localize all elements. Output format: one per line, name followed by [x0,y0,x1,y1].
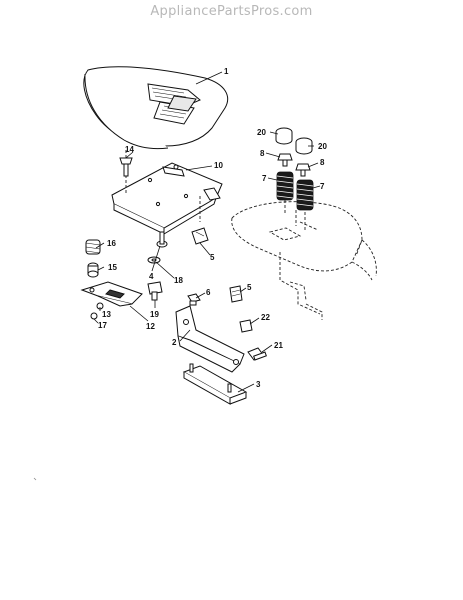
clip-5-lower [229,285,243,303]
callout-18: 18 [174,276,183,285]
spring-7-right [296,179,314,211]
clip-5-upper [191,227,209,245]
nut-22 [239,319,253,333]
callouts: 1 2 3 4 5 5 6 7 7 8 8 10 12 13 14 15 16 … [98,67,327,389]
bolt-4 [156,231,168,248]
cup-20-right [295,137,313,155]
callout-5-lower: 5 [247,283,252,292]
pivot-bracket [80,281,143,320]
spring-16 [85,239,101,278]
callout-12: 12 [146,322,155,331]
callout-8-right: 8 [320,158,325,167]
callout-20-left: 20 [257,128,266,137]
shoulder-bolt [119,157,133,177]
callout-4: 4 [149,272,154,281]
callout-7-left: 7 [262,174,267,183]
bolt-21 [247,347,267,361]
callout-1: 1 [224,67,229,76]
callout-10: 10 [214,161,223,170]
callout-6: 6 [206,288,211,297]
callout-3: 3 [256,380,261,389]
mounting-bracket [175,305,245,373]
nut-8-left [277,153,293,167]
seat-pan [111,150,223,235]
cup-20-left [275,127,293,145]
callout-14: 14 [125,145,134,154]
callout-20-right: 20 [318,142,327,151]
spring-7-left [276,171,294,201]
callout-7-right: 7 [320,182,325,191]
watermark: AppliancePartsPros.com [150,4,313,19]
seat [83,66,229,150]
fender-deck [231,200,377,320]
callout-13: 13 [102,310,111,319]
plate-3 [182,363,248,405]
callout-17: 17 [98,321,107,330]
scan-mark [33,477,37,481]
callout-5-upper: 5 [210,253,215,262]
callout-2: 2 [172,338,177,347]
knob-19 [147,281,163,301]
callout-16: 16 [107,239,116,248]
nut-6 [187,293,201,306]
washer-18 [147,256,161,264]
callout-8-left: 8 [260,149,265,158]
nut-8-right [295,163,311,177]
callout-21: 21 [274,341,283,350]
leader-lines [93,71,321,393]
callout-15: 15 [108,263,117,272]
callout-22: 22 [261,313,270,322]
callout-19: 19 [150,310,159,319]
